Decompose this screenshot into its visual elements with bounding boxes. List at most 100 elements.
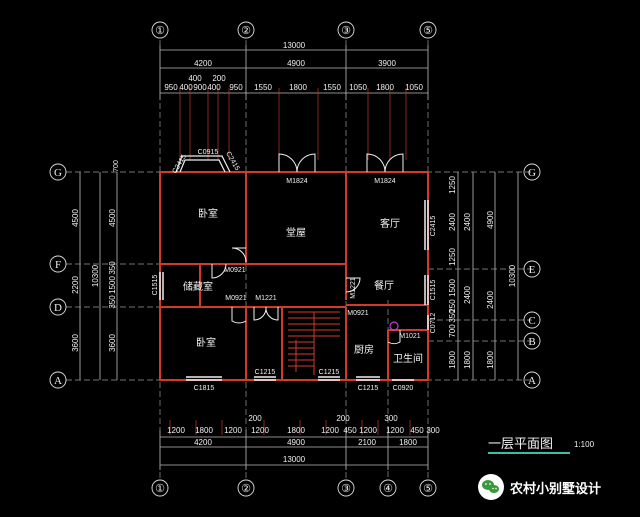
dim-right-inner-2: 2400 <box>448 213 457 231</box>
dim-top-bay-2: 4900 <box>287 59 305 68</box>
room-storage: 储藏室 <box>183 280 213 293</box>
dim-left-outer-1: 4500 <box>71 209 80 227</box>
tag-bay-right: C2415 <box>224 151 240 172</box>
grid-label-bottom-1: ① <box>155 483 165 495</box>
dim-bottom-small-4: 300 <box>426 426 440 435</box>
grid-label-left-a: A <box>54 375 62 387</box>
dim-top-sub-10: 1800 <box>376 83 394 92</box>
tag-c0712: C0712 <box>430 313 437 334</box>
grid-label-right-c: C <box>528 315 535 327</box>
grid-label-right-e: E <box>529 264 536 276</box>
dim-right-mid-2: 2400 <box>463 286 472 304</box>
grid-label-right-a: A <box>528 375 536 387</box>
dim-left-inner-2: 350 <box>108 261 117 275</box>
dim-left-total: 10300 <box>91 264 100 287</box>
tag-m0921-storage: M0921 <box>224 267 246 274</box>
dim-right-total: 10300 <box>508 264 517 287</box>
dim-right-mid-3: 1800 <box>463 351 472 369</box>
room-dining: 餐厅 <box>374 279 394 292</box>
dim-bottom-bay-1: 4200 <box>194 438 212 447</box>
dim-top-bay-3: 3900 <box>378 59 396 68</box>
drawing-scale: 1:100 <box>574 440 595 449</box>
dim-bottom-small-3: 300 <box>384 414 398 423</box>
tag-c1515-right: C1515 <box>430 280 437 301</box>
dim-right-inner-1: 1250 <box>448 176 457 194</box>
drawing-caption: 一层平面图 <box>488 437 554 452</box>
grid-label-bottom-3: ③ <box>341 483 351 495</box>
dim-bottom-sub-4: 1200 <box>251 426 269 435</box>
room-living: 客厅 <box>380 217 400 230</box>
axis-lines <box>66 40 532 480</box>
tag-c1215-b: C1215 <box>319 369 340 376</box>
dim-right-outer-3: 1800 <box>486 351 495 369</box>
dim-bottom-sub-10: 450 <box>410 426 424 435</box>
dim-bottom-sub-1: 1200 <box>167 426 185 435</box>
dim-top-sub-8: 1550 <box>323 83 341 92</box>
tag-m1824-living: M1824 <box>374 178 396 185</box>
dim-left-inner-3: 1500 <box>108 276 117 294</box>
grid-label-right-b: B <box>528 336 535 348</box>
dim-bottom-sub-6: 1200 <box>321 426 339 435</box>
room-kitchen: 厨房 <box>354 343 374 356</box>
chat-bubble-icon <box>478 474 504 500</box>
dim-right-inner-6: 700 <box>448 324 457 338</box>
dim-right-inner-7: 1800 <box>448 351 457 369</box>
extension-lines <box>169 88 411 435</box>
tag-c1215-a: C1215 <box>255 369 276 376</box>
tag-m1221-stair: M1221 <box>255 295 277 302</box>
dim-bottom-bay-2: 4900 <box>287 438 305 447</box>
dim-right-small-2: 350 <box>448 309 457 323</box>
tag-m1021: M1021 <box>399 333 421 340</box>
grid-bubbles <box>49 21 541 497</box>
tag-c1215-c: C1215 <box>358 385 379 392</box>
dim-left-inner-5: 3600 <box>108 334 117 352</box>
dim-bottom-bay-3: 2100 <box>358 438 376 447</box>
grid-label-bottom-5: ⑤ <box>423 483 433 495</box>
grid-label-right-g: G <box>528 167 536 179</box>
dim-right-inner-3: 1250 <box>448 248 457 266</box>
grid-label-top-3: ③ <box>341 25 351 37</box>
tag-c1815: C1815 <box>194 385 215 392</box>
dim-bottom-sub-9: 1200 <box>386 426 404 435</box>
tag-700: 700 <box>113 160 120 172</box>
dim-bottom-sub-5: 1800 <box>287 426 305 435</box>
grid-label-left-f: F <box>55 259 61 271</box>
dim-bottom-bay-4: 1800 <box>399 438 417 447</box>
dim-top-sub-7: 1800 <box>289 83 307 92</box>
tag-c0915: C0915 <box>198 149 219 156</box>
grid-label-top-2: ② <box>241 25 251 37</box>
dim-top-total: 13000 <box>283 41 306 50</box>
dim-top-small-1: 400 <box>188 74 202 83</box>
grid-label-left-g: G <box>54 167 62 179</box>
dim-bottom-sub-7: 450 <box>343 426 357 435</box>
dim-top-sub-4: 400 <box>207 83 221 92</box>
bay-window <box>175 155 231 173</box>
room-hall: 堂屋 <box>286 227 306 239</box>
dim-left-inner-1: 4500 <box>108 209 117 227</box>
dim-right-mid-1: 2400 <box>463 213 472 231</box>
grid-label-top-1: ① <box>155 25 165 37</box>
dim-top-sub-9: 1050 <box>349 83 367 92</box>
dim-top-sub-2: 400 <box>179 83 193 92</box>
dim-top-bay-1: 4200 <box>194 59 212 68</box>
grid-label-left-d: D <box>54 302 62 314</box>
windows <box>159 200 429 381</box>
dim-bottom-total: 13000 <box>283 455 306 464</box>
watermark-text: 农村小别墅设计 <box>510 481 602 497</box>
tag-m0921-bedroom: M0921 <box>225 295 247 302</box>
tag-c1515-left: C1515 <box>152 275 159 296</box>
tag-m1221-dining: M1221 <box>350 277 357 299</box>
grid-label-bottom-2: ② <box>241 483 251 495</box>
caption-underline <box>488 452 570 454</box>
tag-m0921-kitchen: M0921 <box>347 310 369 317</box>
dim-top-sub-6: 1550 <box>254 83 272 92</box>
tag-m1824-hall: M1824 <box>286 178 308 185</box>
room-bedroom-bottom: 卧室 <box>196 336 216 349</box>
dim-bottom-small-1: 200 <box>248 414 262 423</box>
door-swings <box>211 153 404 345</box>
watermark: 农村小别墅设计 <box>478 470 601 504</box>
dim-left-outer-3: 3600 <box>71 334 80 352</box>
dim-right-outer-2: 2400 <box>486 291 495 309</box>
dim-right-outer-1: 4900 <box>486 211 495 229</box>
